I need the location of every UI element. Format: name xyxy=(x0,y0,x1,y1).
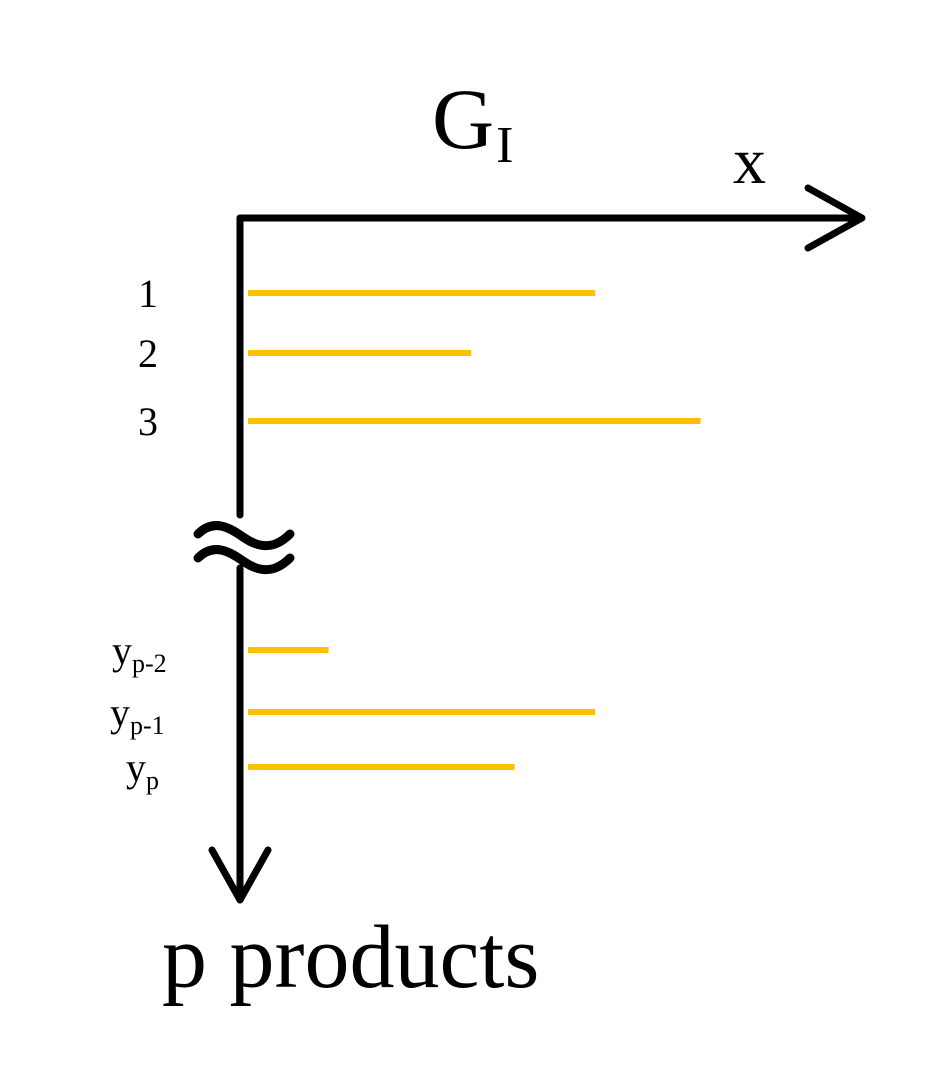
row-label-3: 3 xyxy=(138,399,158,444)
x-axis-label: x xyxy=(733,125,766,198)
y-axis-label: p products xyxy=(162,908,539,1007)
title-main: G xyxy=(432,71,494,167)
diagram-title: GI xyxy=(432,71,513,174)
row-label-1: 1 xyxy=(138,271,158,316)
row-label-4: yp-2 xyxy=(112,628,167,678)
axes xyxy=(208,184,866,904)
row-label-5: yp-1 xyxy=(110,690,165,740)
title-subscript: I xyxy=(496,117,513,174)
y-axis-arrowhead xyxy=(208,846,272,904)
product-rows: 1 2 3 yp-2 yp-1yp xyxy=(110,271,701,795)
row-label-2: 2 xyxy=(138,331,158,376)
axis-break-icon xyxy=(193,521,295,575)
row-label-6: yp xyxy=(126,745,159,795)
x-axis-arrowhead xyxy=(804,184,866,252)
